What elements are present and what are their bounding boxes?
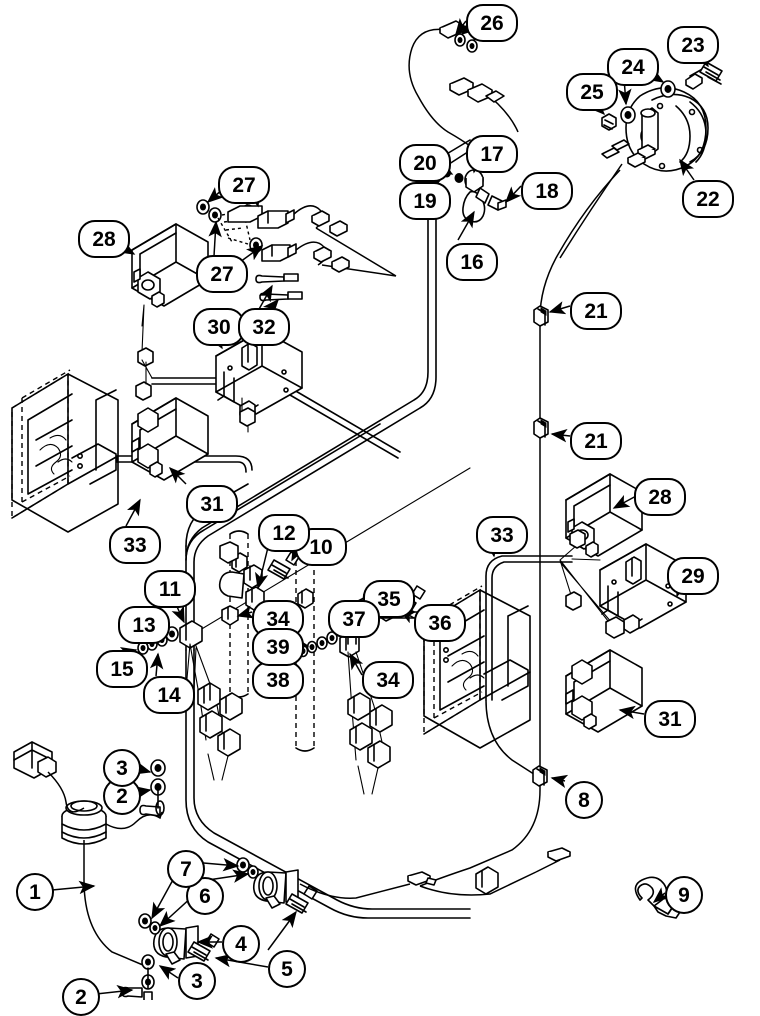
callout-33[interactable]: 33 <box>109 526 161 564</box>
clamp-12 <box>218 541 265 611</box>
callout-27[interactable]: 27 <box>218 166 270 204</box>
lamp-body-upper <box>252 869 299 909</box>
callout-19[interactable]: 19 <box>399 182 451 220</box>
terminal-26-parts <box>439 20 505 103</box>
callout-39[interactable]: 39 <box>252 628 304 666</box>
branch-connectors-right <box>347 692 393 795</box>
lamp-right-leads <box>559 529 625 639</box>
hardware-2-3-upper <box>139 759 166 817</box>
lamp-31-right <box>565 649 643 733</box>
clip-8 <box>532 765 548 787</box>
loose-wire-bottom <box>299 871 437 899</box>
electrical-box-left <box>11 369 119 533</box>
callout-9[interactable]: 9 <box>665 876 703 914</box>
callout-23[interactable]: 23 <box>667 26 719 64</box>
callout-11[interactable]: 11 <box>144 570 196 608</box>
callout-22[interactable]: 22 <box>682 180 734 218</box>
bracket-29 <box>599 543 687 634</box>
callout-16[interactable]: 16 <box>446 243 498 281</box>
clip-21-lower <box>533 417 549 439</box>
callout-12[interactable]: 12 <box>258 514 310 552</box>
lamp-left-leads <box>135 304 154 401</box>
callout-17[interactable]: 17 <box>466 135 518 173</box>
callout-27[interactable]: 27 <box>196 255 248 293</box>
rotary-switch <box>61 800 107 845</box>
horn-hardware <box>601 61 723 131</box>
callout-7[interactable]: 7 <box>167 850 205 888</box>
lamp-28-left <box>131 223 209 308</box>
callout-2[interactable]: 2 <box>62 978 100 1016</box>
callout-18[interactable]: 18 <box>521 172 573 210</box>
loose-wire-bottom-right <box>419 847 571 896</box>
callout-31[interactable]: 31 <box>644 700 696 738</box>
callout-28[interactable]: 28 <box>634 478 686 516</box>
clamp-34-left <box>221 605 239 626</box>
terminal-blades-32 <box>255 273 303 302</box>
branch-connectors-left <box>185 643 243 781</box>
callout-1[interactable]: 1 <box>16 873 54 911</box>
screw-10 <box>267 551 300 580</box>
callout-32[interactable]: 32 <box>238 308 290 346</box>
connector-kit-27 <box>196 199 397 277</box>
callout-36[interactable]: 36 <box>414 604 466 642</box>
connector-cluster-17 <box>443 168 507 223</box>
bracket-30 <box>215 329 303 420</box>
callout-21[interactable]: 21 <box>570 422 622 460</box>
callout-20[interactable]: 20 <box>399 144 451 182</box>
lamp-body-4 <box>152 925 199 965</box>
callout-38[interactable]: 38 <box>252 661 304 699</box>
callout-24[interactable]: 24 <box>607 48 659 86</box>
callout-34[interactable]: 34 <box>362 661 414 699</box>
lamp-31-left <box>131 397 209 481</box>
callout-5[interactable]: 5 <box>268 950 306 988</box>
callout-25[interactable]: 25 <box>566 73 618 111</box>
callout-14[interactable]: 14 <box>143 676 195 714</box>
callout-26[interactable]: 26 <box>466 4 518 42</box>
callout-21[interactable]: 21 <box>570 292 622 330</box>
callout-3[interactable]: 3 <box>103 749 141 787</box>
callout-8[interactable]: 8 <box>565 781 603 819</box>
clip-21-upper <box>533 305 549 327</box>
harness-branch-right <box>485 555 573 701</box>
callout-15[interactable]: 15 <box>96 650 148 688</box>
callout-33[interactable]: 33 <box>476 516 528 554</box>
callout-3[interactable]: 3 <box>178 962 216 1000</box>
horn-assembly <box>559 87 709 259</box>
callout-28[interactable]: 28 <box>78 220 130 258</box>
switch-connector-top <box>13 741 57 779</box>
hardware-2-3-lower <box>121 954 155 1000</box>
callout-31[interactable]: 31 <box>186 485 238 523</box>
callout-37[interactable]: 37 <box>328 600 380 638</box>
callout-29[interactable]: 29 <box>667 557 719 595</box>
callout-4[interactable]: 4 <box>222 925 260 963</box>
callout-10[interactable]: 10 <box>295 528 347 566</box>
screw-5 <box>285 885 318 914</box>
callout-13[interactable]: 13 <box>118 606 170 644</box>
